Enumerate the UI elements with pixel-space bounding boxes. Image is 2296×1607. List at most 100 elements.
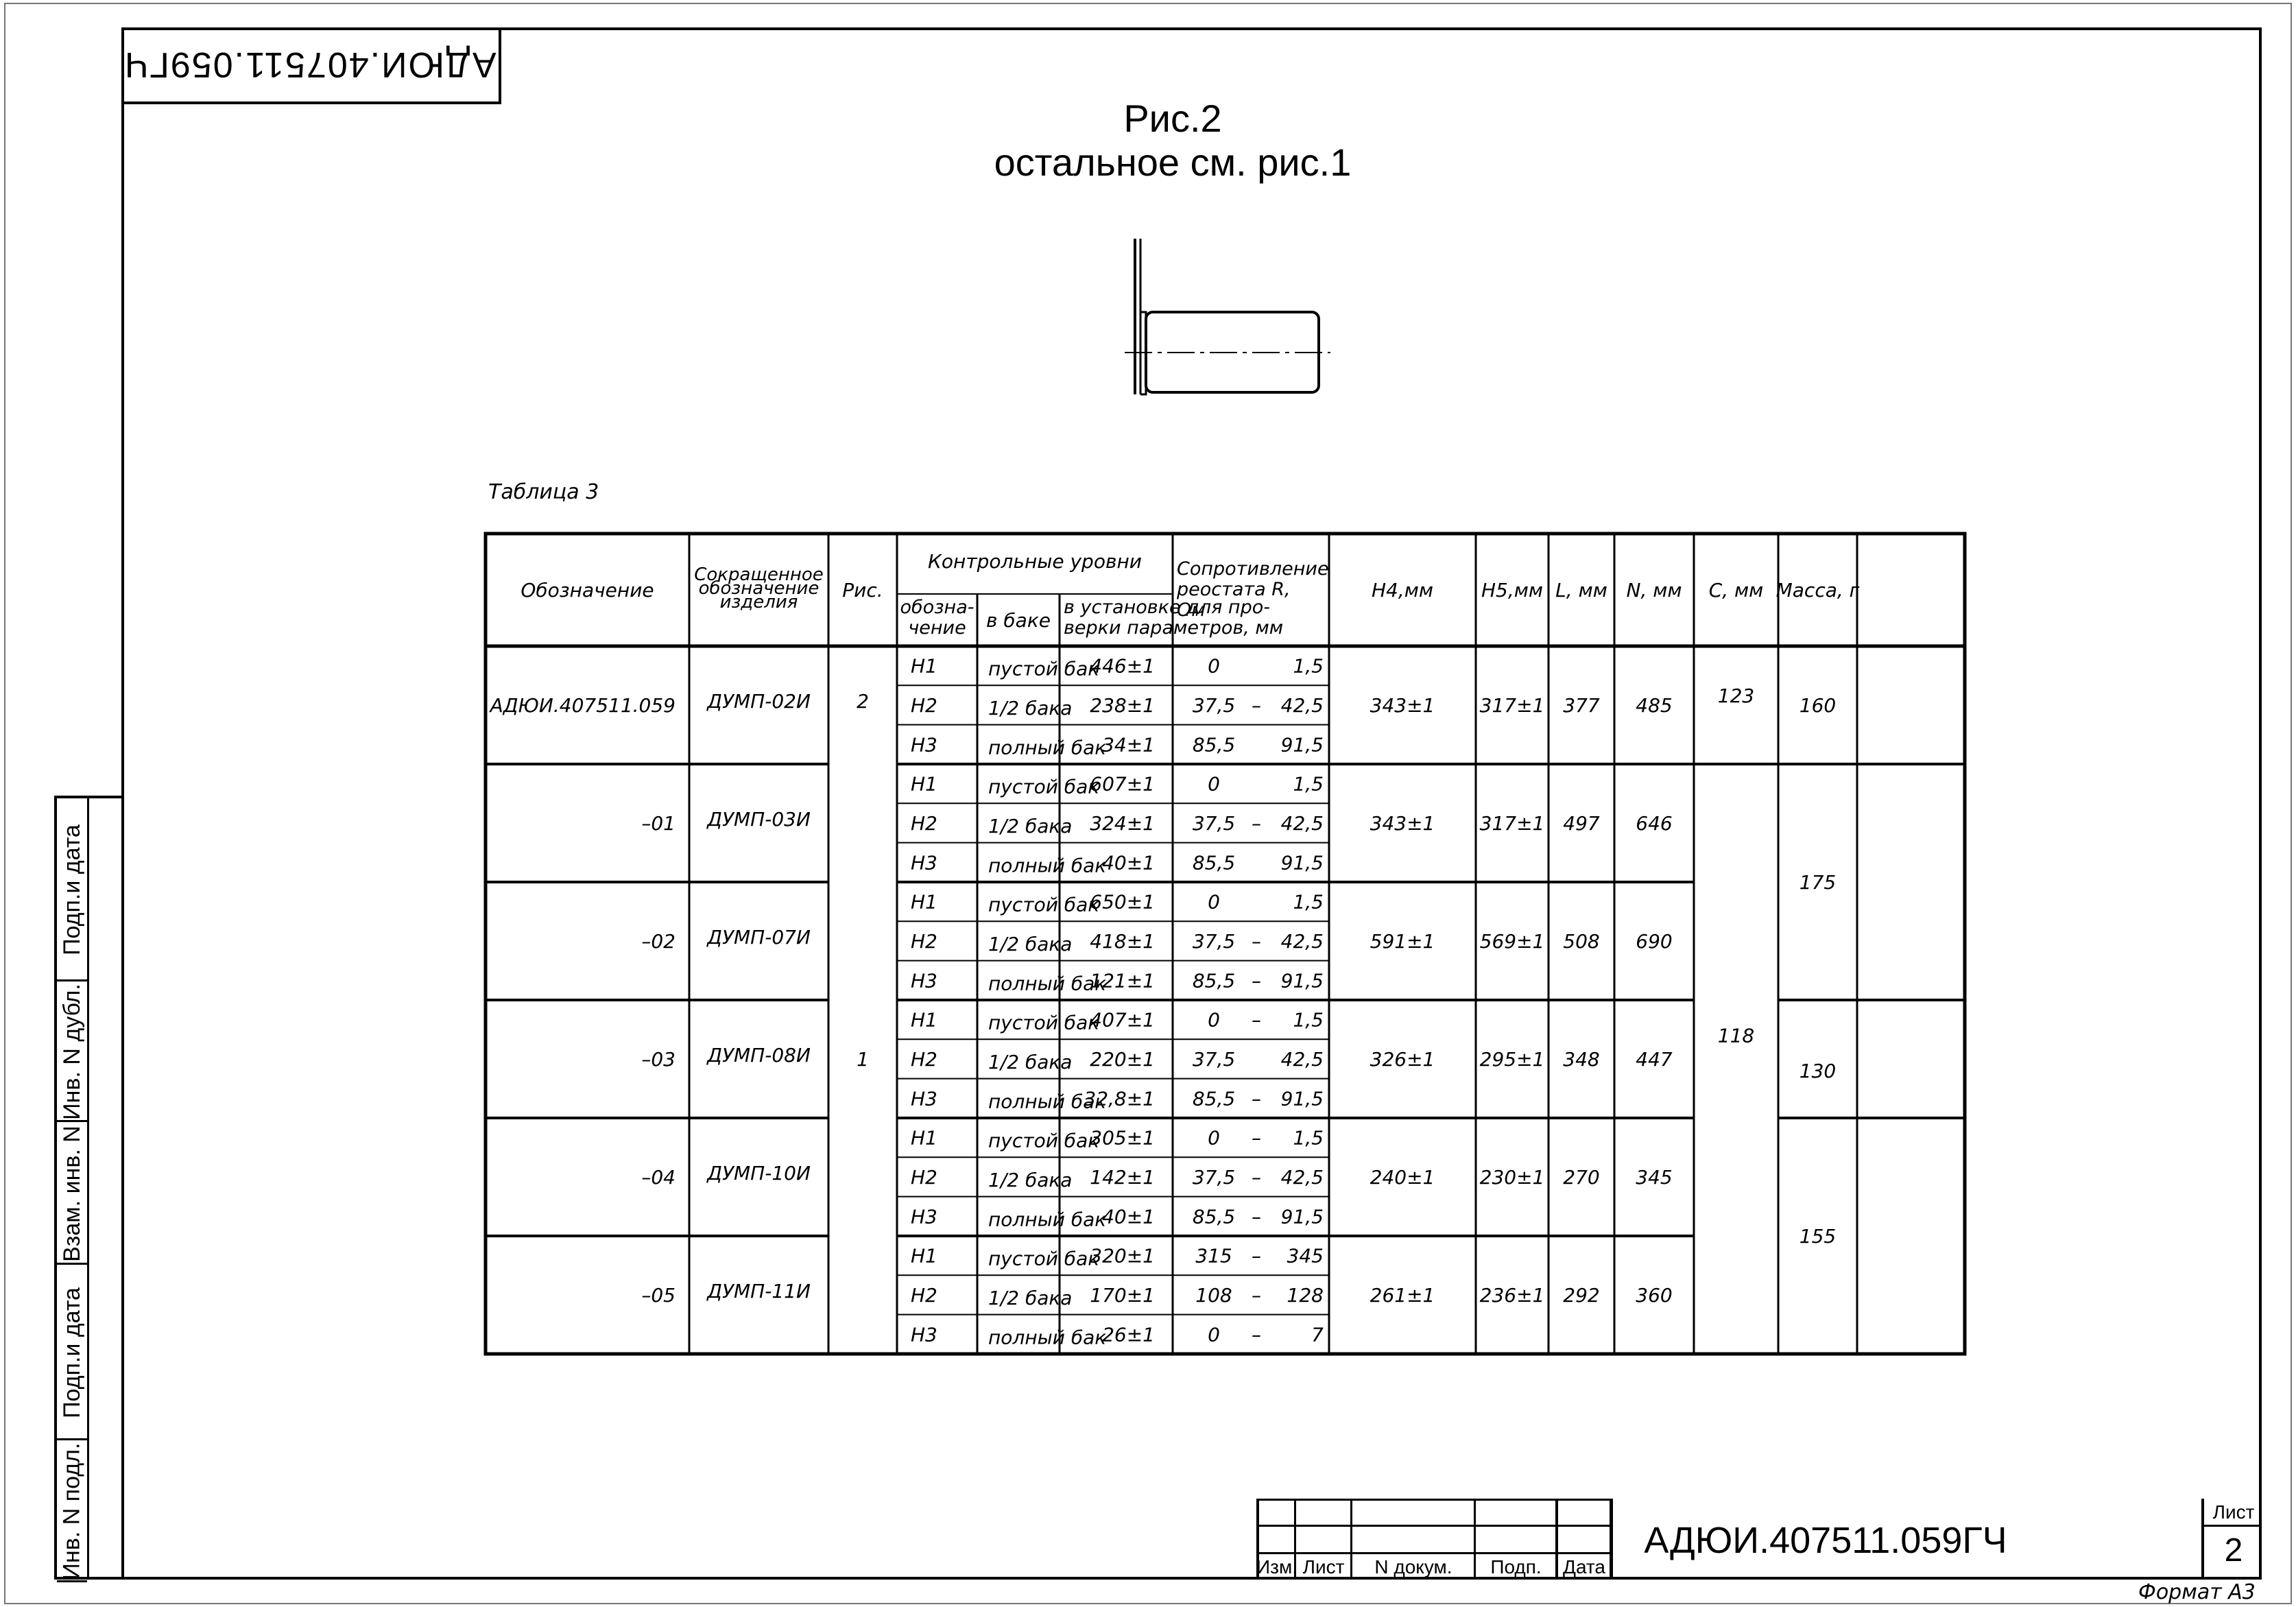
cell-resistance-from: 85,5 [1193, 733, 1235, 756]
cell-tank: 1/2 бака [988, 1051, 1072, 1073]
strip-cell-1 [57, 798, 87, 981]
cell-resistance-from: 0 [1208, 773, 1220, 796]
cell-resistance-from: 0 [1208, 891, 1220, 914]
header-level-designation: чение [908, 617, 966, 639]
cell-setup: 121±1 [1090, 969, 1155, 992]
cell-level: H1 [911, 655, 937, 678]
header-mass: Масса, г [1776, 579, 1860, 602]
cell-tank: пустой бак [988, 894, 1099, 916]
cell-level: H1 [911, 1127, 937, 1150]
header-l: L, мм [1555, 579, 1607, 602]
side-strip: Подп.и дата Инв. N дубл. Взам. инв. N По… [54, 796, 121, 1582]
cell-designation: –01 [641, 812, 675, 835]
cell-n: 345 [1636, 1166, 1672, 1189]
table-caption: Таблица 3 [488, 480, 599, 504]
cell-resistance-to: 1,5 [1293, 891, 1324, 914]
cell-level: H1 [911, 773, 937, 796]
cell-tank: 1/2 бака [988, 815, 1072, 837]
cell-resistance-to: 91,5 [1281, 851, 1324, 874]
cell-l: 348 [1563, 1048, 1599, 1071]
cell-resistance-dash: – [1252, 1087, 1261, 1110]
strip-label-4: Подп.и дата [58, 1287, 85, 1418]
cell-level: H3 [911, 733, 937, 756]
cell-resistance-to: 91,5 [1281, 1205, 1324, 1228]
sheet-border [4, 3, 2292, 1604]
cell-resistance-to: 42,5 [1281, 1048, 1324, 1071]
cell-h4: 261±1 [1370, 1284, 1435, 1307]
cell-resistance-from: 85,5 [1193, 969, 1235, 992]
cell-resistance-to: 1,5 [1293, 655, 1324, 678]
header-fig: Рис. [842, 579, 883, 602]
cell-setup: 142±1 [1090, 1166, 1155, 1189]
cell-c: 123 [1718, 685, 1754, 707]
cell-setup: 26±1 [1102, 1323, 1155, 1346]
cell-resistance-dash: – [1252, 1284, 1261, 1307]
cell-setup: 40±1 [1102, 851, 1155, 874]
cell-level: H3 [911, 969, 937, 992]
cell-setup: 40±1 [1102, 1205, 1155, 1228]
cell-l: 292 [1563, 1284, 1599, 1307]
strip-cell-2 [57, 981, 87, 1122]
cell-resistance-dash: – [1252, 1245, 1261, 1267]
cell-setup: 32,8±1 [1084, 1087, 1155, 1110]
title-block: Изм. Лист N докум. Подп. Дата АДЮИ.40751… [1256, 1499, 2262, 1580]
cell-h5: 230±1 [1480, 1166, 1545, 1189]
cell-c-merged: 118 [1718, 1025, 1754, 1047]
drawing-frame [121, 27, 2262, 1580]
cell-tank: 1/2 бака [988, 933, 1072, 955]
cell-h5: 236±1 [1480, 1284, 1545, 1307]
cell-designation: –03 [641, 1048, 675, 1071]
cell-level: H1 [911, 891, 937, 914]
label-izm: Изм. [1256, 1556, 1298, 1578]
strip-cell-4 [57, 1265, 87, 1440]
cell-n: 485 [1636, 694, 1672, 717]
label-signature: Подп. [1490, 1556, 1542, 1578]
cell-fig-merged: 1 [857, 1048, 869, 1071]
cell-tank: пустой бак [988, 1012, 1099, 1034]
cell-h4: 343±1 [1370, 694, 1435, 717]
cell-level: H3 [911, 1323, 937, 1346]
cell-resistance-dash: – [1252, 812, 1261, 835]
cell-short-designation: ДУМП-10И [706, 1162, 811, 1185]
strip-label-2: Инв. N дубл. [58, 984, 85, 1120]
cell-tank: пустой бак [988, 658, 1099, 680]
cell-setup: 34±1 [1102, 733, 1155, 756]
cell-level: H2 [911, 930, 937, 953]
cell-tank: 1/2 бака [988, 1287, 1072, 1309]
cell-resistance-to: 1,5 [1293, 773, 1324, 796]
cell-resistance-from: 37,5 [1193, 1048, 1235, 1071]
cell-setup: 324±1 [1090, 812, 1155, 835]
cell-level: H3 [911, 851, 937, 874]
header-resistance: Ом [1177, 599, 1206, 621]
cell-setup: 170±1 [1090, 1284, 1155, 1307]
cell-tank: полный бак [988, 972, 1106, 995]
cell-setup: 238±1 [1090, 694, 1155, 717]
cell-h5: 317±1 [1480, 694, 1545, 717]
cell-n: 360 [1636, 1284, 1672, 1307]
cell-h4: 591±1 [1370, 930, 1435, 953]
cell-level: H2 [911, 1284, 937, 1307]
cell-resistance-to: 91,5 [1281, 733, 1324, 756]
cell-level: H2 [911, 1048, 937, 1071]
cell-level: H1 [911, 1245, 937, 1267]
cell-designation: –05 [641, 1284, 675, 1307]
cell-resistance-to: 42,5 [1281, 694, 1324, 717]
cell-fig: 2 [857, 690, 869, 713]
cell-resistance-to: 42,5 [1281, 1166, 1324, 1189]
cell-tank: полный бак [988, 1208, 1106, 1230]
cell-h4: 240±1 [1370, 1166, 1435, 1189]
header-in-setup: в установке для про- [1064, 597, 1270, 618]
cell-resistance-to: 1,5 [1293, 1127, 1324, 1150]
cell-resistance-from: 0 [1208, 655, 1220, 678]
sheet-number: 2 [2224, 1532, 2243, 1569]
cell-level: H2 [911, 694, 937, 717]
cell-resistance-from: 37,5 [1193, 694, 1235, 717]
cell-mass-130: 130 [1799, 1060, 1836, 1082]
cell-setup: 220±1 [1090, 1048, 1155, 1071]
strip-cell-3 [57, 1122, 87, 1265]
cell-resistance-dash: – [1252, 1127, 1261, 1150]
strip-label-3: Взам. инв. N [58, 1125, 85, 1262]
cell-resistance-from: 85,5 [1193, 1205, 1235, 1228]
paper-format: Формат А3 [2138, 1580, 2256, 1604]
table-border [483, 532, 1967, 1356]
